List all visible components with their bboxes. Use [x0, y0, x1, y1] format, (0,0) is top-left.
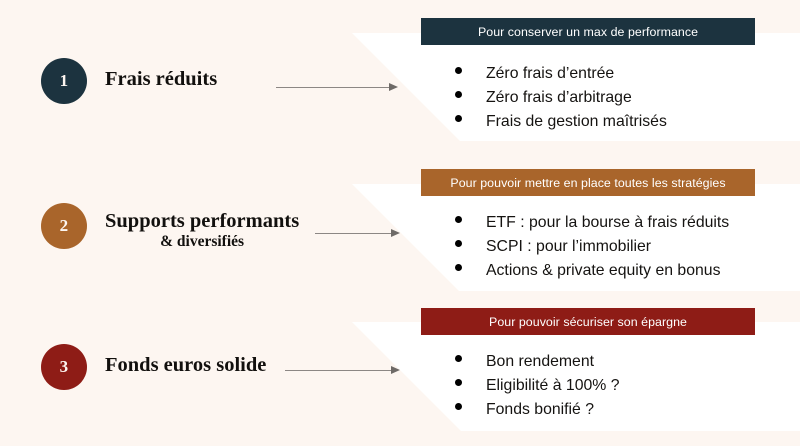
- row-1-title-main: Frais réduits: [105, 68, 218, 90]
- row-1-panel-header: Pour conserver un max de performance: [421, 18, 755, 45]
- list-item: Eligibilité à 100% ?: [455, 374, 619, 398]
- row-2-bullet-text-3: Actions & private equity en bonus: [486, 262, 721, 279]
- row-3-panel-header: Pour pouvoir sécuriser son épargne: [421, 308, 755, 335]
- bullet-dot-icon: [455, 91, 462, 98]
- step-number-badge-3: 3: [41, 344, 87, 390]
- row-2-bullet-text-1: ETF : pour la bourse à frais réduits: [486, 214, 730, 231]
- list-item: Frais de gestion maîtrisés: [455, 110, 667, 134]
- row-2-title: Supports performants & diversifiés: [105, 210, 299, 251]
- row-1-arrow-icon: [276, 82, 398, 94]
- row-3-title-main: Fonds euros solide: [105, 354, 267, 376]
- row-1-left-group: 1 Frais réduits: [0, 0, 420, 150]
- list-item: Bon rendement: [455, 350, 619, 374]
- row-1-title: Frais réduits: [105, 68, 217, 90]
- feature-row-1: 1 Frais réduits Pour conserver un max de…: [0, 0, 800, 150]
- row-2-left-group: 2 Supports performants & diversifiés: [0, 148, 420, 298]
- row-3-arrow-icon: [285, 365, 400, 377]
- row-1-bullet-text-1: Zéro frais d’entrée: [486, 65, 615, 82]
- list-item: Zéro frais d’arbitrage: [455, 86, 667, 110]
- row-1-bullet-text-2: Zéro frais d’arbitrage: [486, 89, 632, 106]
- row-1-arrow-shaft: [276, 87, 390, 89]
- row-3-bullet-text-3: Fonds bonifié ?: [486, 401, 595, 418]
- step-number-label-3: 3: [59, 357, 69, 376]
- row-2-title-sub: & diversifiés: [160, 233, 245, 251]
- list-item: ETF : pour la bourse à frais réduits: [455, 211, 729, 235]
- bullet-dot-icon: [455, 115, 462, 122]
- feature-row-2: 2 Supports performants & diversifiés Pou…: [0, 148, 800, 298]
- row-3-bullet-text-1: Bon rendement: [486, 353, 595, 370]
- bullet-dot-icon: [455, 379, 462, 386]
- step-number-badge-1: 1: [41, 58, 87, 104]
- bullet-dot-icon: [455, 240, 462, 247]
- row-2-bullet-list: ETF : pour la bourse à frais réduits SCP…: [455, 211, 729, 283]
- step-number-label-2: 2: [59, 216, 69, 235]
- step-number-label-1: 1: [59, 71, 69, 90]
- bullet-dot-icon: [455, 264, 462, 271]
- row-2-arrow-head: [391, 229, 400, 237]
- row-2-arrow-icon: [315, 228, 400, 240]
- row-3-panel-header-label: Pour pouvoir sécuriser son épargne: [489, 314, 687, 329]
- row-1-bullet-text-3: Frais de gestion maîtrisés: [486, 113, 667, 130]
- row-2-arrow-shaft: [315, 233, 392, 235]
- bullet-dot-icon: [455, 216, 462, 223]
- row-2-title-main: Supports performants: [105, 210, 300, 232]
- row-2-panel-header-label: Pour pouvoir mettre en place toutes les …: [450, 175, 726, 190]
- row-1-panel-header-label: Pour conserver un max de performance: [477, 24, 699, 39]
- row-3-arrow-head: [391, 366, 400, 374]
- bullet-dot-icon: [455, 403, 462, 410]
- row-3-arrow-shaft: [285, 370, 392, 372]
- list-item: SCPI : pour l’immobilier: [455, 235, 729, 259]
- step-number-badge-2: 2: [41, 203, 87, 249]
- row-3-title: Fonds euros solide: [105, 354, 266, 376]
- row-1-arrow-head: [389, 83, 398, 91]
- row-3-bullet-text-2: Eligibilité à 100% ?: [486, 377, 620, 394]
- bullet-dot-icon: [455, 67, 462, 74]
- row-3-left-group: 3 Fonds euros solide: [0, 293, 420, 446]
- feature-row-3: 3 Fonds euros solide Pour pouvoir sécuri…: [0, 293, 800, 446]
- bullet-dot-icon: [455, 355, 462, 362]
- list-item: Actions & private equity en bonus: [455, 259, 729, 283]
- row-3-bullet-list: Bon rendement Eligibilité à 100% ? Fonds…: [455, 350, 619, 422]
- row-2-bullet-text-2: SCPI : pour l’immobilier: [486, 238, 652, 255]
- row-2-panel-header: Pour pouvoir mettre en place toutes les …: [421, 169, 755, 196]
- list-item: Fonds bonifié ?: [455, 398, 619, 422]
- row-1-bullet-list: Zéro frais d’entrée Zéro frais d’arbitra…: [455, 62, 667, 134]
- list-item: Zéro frais d’entrée: [455, 62, 667, 86]
